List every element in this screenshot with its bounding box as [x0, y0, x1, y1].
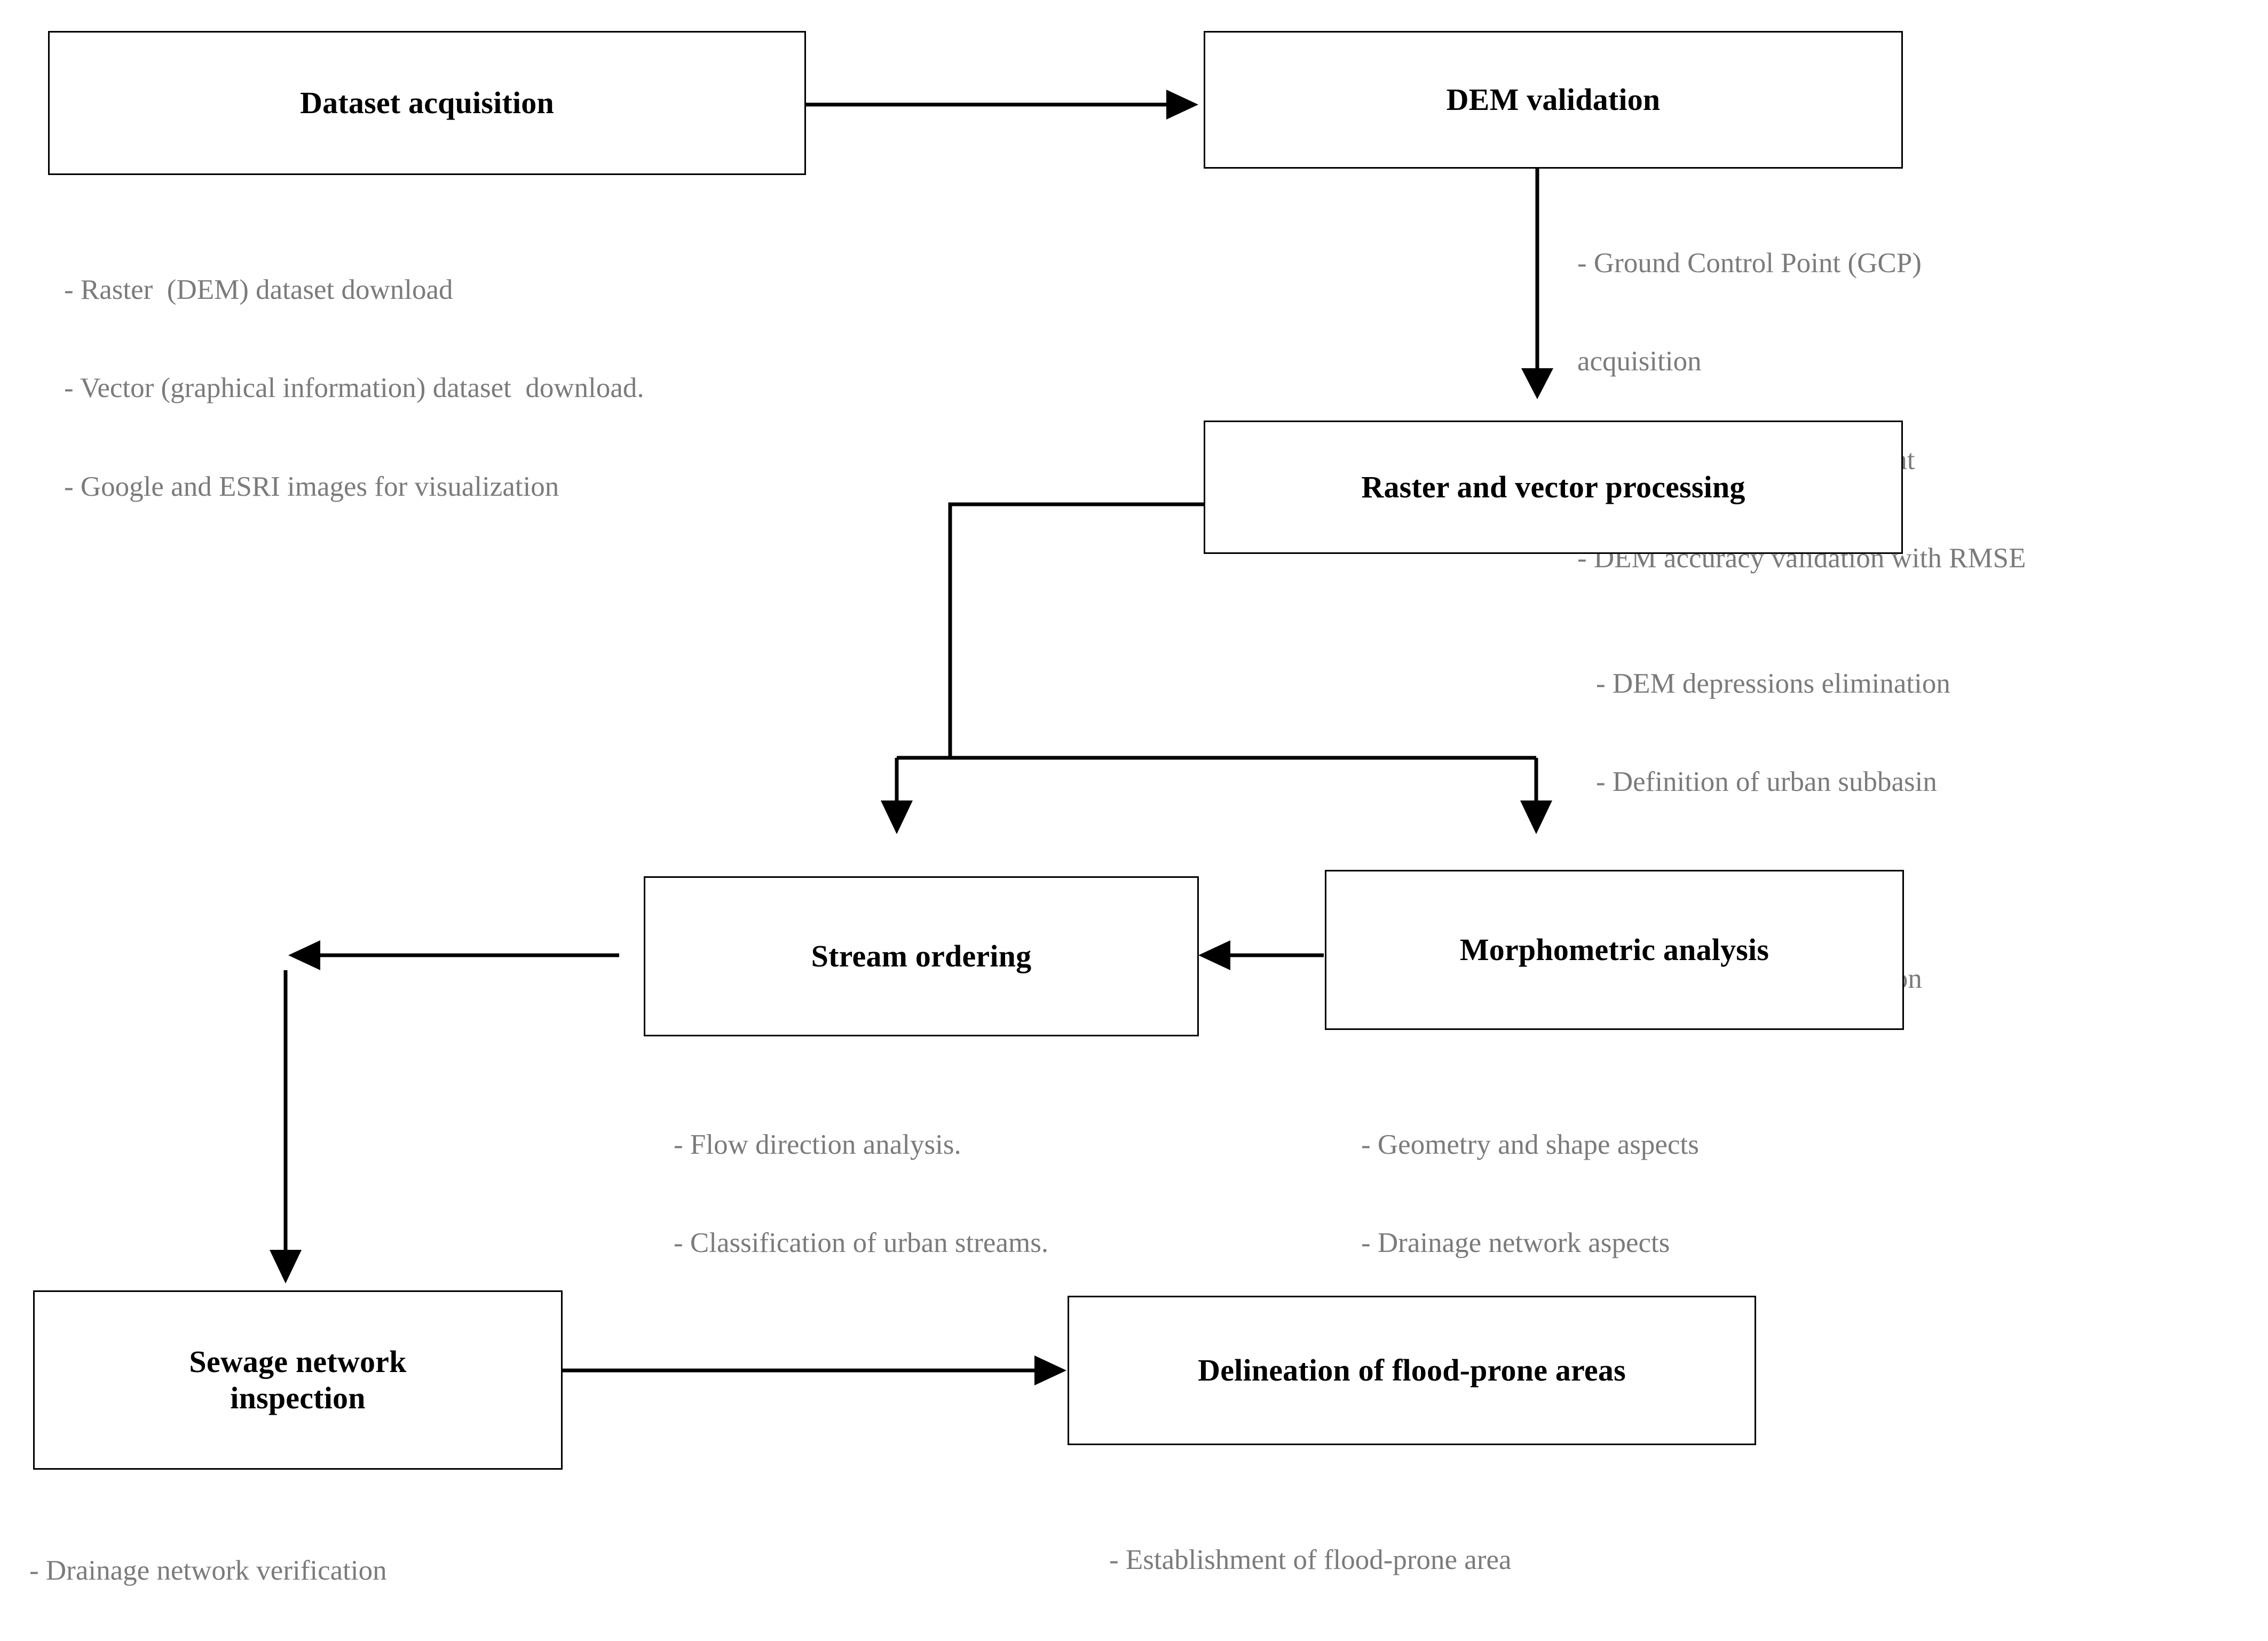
node-title-dataset-acquisition: Dataset acquisition [300, 85, 554, 120]
edge-stream-to-sewage [270, 940, 619, 1283]
bullet-line: - Definition of urban subbasin [1596, 766, 1937, 798]
node-dataset-acquisition[interactable]: Dataset acquisition [48, 31, 806, 175]
bullets-dem-validation: - Ground Control Point (GCP) acquisition… [1577, 181, 2268, 641]
node-title-line-1: Sewage network [189, 1344, 407, 1379]
bullet-line: - Flow direction analysis. [674, 1129, 961, 1160]
bullet-line: - Drainage network verification [29, 1555, 387, 1586]
bullet-line: - Classification of urban streams. [674, 1227, 1049, 1259]
node-title-flood-prone-delineation: Delineation of flood-prone areas [1198, 1352, 1626, 1388]
node-dem-validation[interactable]: DEM validation [1204, 31, 1903, 169]
bullet-line: - Ground Control Point (GCP) [1577, 247, 1922, 279]
node-stream-ordering[interactable]: Stream ordering [644, 876, 1199, 1036]
bullet-line: - Geometry and shape aspects [1361, 1129, 1699, 1160]
bullets-stream-ordering: - Flow direction analysis. - Classificat… [674, 1063, 1287, 1326]
bullet-line: - Google and ESRI images for visualizati… [64, 471, 559, 502]
bullets-sewage-network-inspection: - Drainage network verification by field… [29, 1489, 643, 1641]
node-sewage-network-inspection[interactable]: Sewage network inspection [33, 1290, 563, 1470]
bullets-morphometric-analysis: - Geometry and shape aspects - Drainage … [1361, 1063, 1948, 1424]
edge-dem-to-raster [1521, 167, 1553, 399]
node-morphometric-analysis[interactable]: Morphometric analysis [1325, 870, 1904, 1030]
node-raster-vector-processing[interactable]: Raster and vector processing [1204, 421, 1903, 554]
edge-sewage-to-flood [562, 1355, 1066, 1385]
node-title-sewage-network-inspection: Sewage network inspection [179, 1344, 416, 1417]
node-title-dem-validation: DEM validation [1446, 82, 1661, 117]
edge-morphometric-to-stream [1198, 940, 1324, 970]
bullet-line: - Drainage network aspects [1361, 1227, 1670, 1259]
bullets-dataset-acquisition: - Raster (DEM) dataset download - Vector… [64, 208, 1036, 569]
bullet-line: acquisition [1577, 346, 1702, 377]
bullet-line: - Raster (DEM) dataset download [64, 274, 453, 305]
node-title-line-2: inspection [230, 1381, 366, 1415]
edge-dataset-to-dem [803, 90, 1198, 120]
node-title-raster-vector-processing: Raster and vector processing [1361, 469, 1745, 504]
node-flood-prone-delineation[interactable]: Delineation of flood-prone areas [1068, 1296, 1756, 1445]
node-title-morphometric-analysis: Morphometric analysis [1459, 932, 1769, 967]
bullet-line: - Establishment of flood-prone area [1109, 1544, 1512, 1575]
bullets-flood-prone-delineation: - Establishment of flood-prone area deli… [1109, 1478, 1803, 1641]
bullet-line: - DEM depressions elimination [1596, 668, 1950, 699]
node-title-stream-ordering: Stream ordering [811, 938, 1032, 973]
bullet-line: - Vector (graphical information) dataset… [64, 372, 644, 404]
